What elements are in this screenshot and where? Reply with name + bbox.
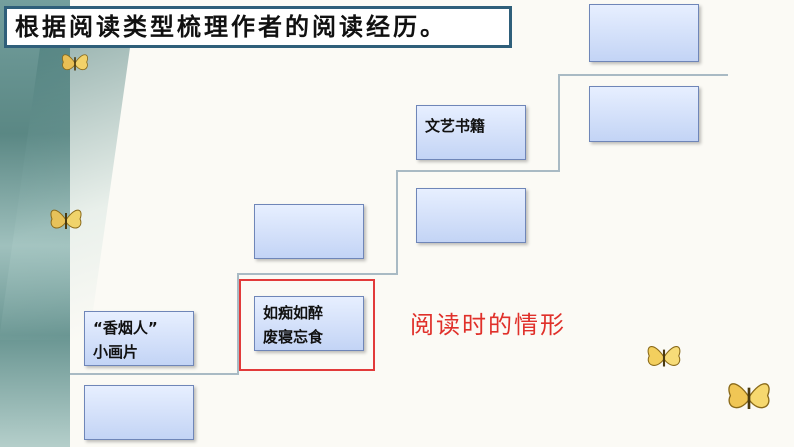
step1-answer-box[interactable] — [84, 385, 194, 440]
step4-answer-box-top[interactable] — [589, 4, 699, 62]
butterfly-icon — [728, 383, 770, 409]
step2-answer-box[interactable] — [254, 204, 364, 259]
butterfly-icon — [62, 54, 88, 71]
butterfly-icon — [647, 346, 681, 367]
stair-riser-2 — [396, 170, 398, 275]
stair-riser-1 — [237, 273, 239, 375]
stair-line-2 — [237, 273, 397, 275]
highlight-frame — [239, 279, 375, 371]
step3-label-box: 文艺书籍 — [416, 105, 526, 160]
butterfly-icon — [50, 209, 82, 229]
annotation-label: 阅读时的情形 — [410, 311, 566, 339]
stair-riser-3 — [558, 74, 560, 172]
step2-state-box: 如痴如醉 废寝忘食 — [254, 296, 364, 351]
step3-answer-box[interactable] — [416, 188, 526, 243]
stair-line-4 — [558, 74, 728, 76]
step1-label-box: “香烟人” 小画片 — [84, 311, 194, 366]
stair-line-3 — [396, 170, 559, 172]
stair-line-1 — [70, 373, 238, 375]
page-title: 根据阅读类型梳理作者的阅读经历。 — [4, 6, 512, 48]
step4-answer-box-bottom[interactable] — [589, 86, 699, 142]
